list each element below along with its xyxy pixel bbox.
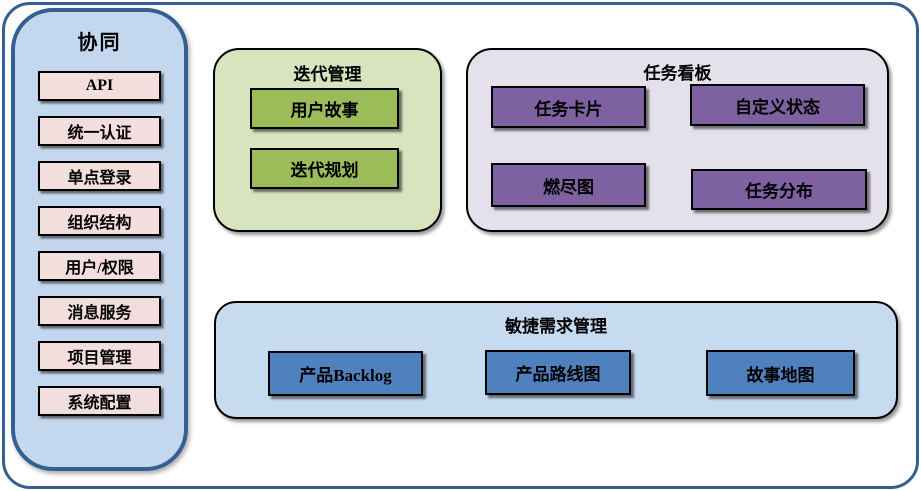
sidebar-item-sso: 单点登录	[38, 161, 161, 191]
sidebar-item-api: API	[38, 71, 161, 101]
item-task-card: 任务卡片	[491, 86, 646, 128]
item-product-backlog: 产品Backlog	[268, 351, 423, 396]
sidebar-item-list: API 统一认证 单点登录 组织结构 用户/权限 消息服务 项目管理 系统配置	[38, 71, 161, 416]
sidebar-item-message-service: 消息服务	[38, 296, 161, 326]
group-task-board: 任务看板 任务卡片 自定义状态 燃尽图 任务分布	[466, 48, 889, 232]
group-task-board-title: 任务看板	[643, 64, 712, 83]
group-iteration-management: 迭代管理 用户故事 迭代规划	[213, 48, 442, 232]
item-task-distribution: 任务分布	[691, 169, 867, 210]
sidebar-item-org-structure: 组织结构	[38, 206, 161, 236]
item-custom-status: 自定义状态	[690, 84, 865, 126]
item-iteration-planning: 迭代规划	[250, 148, 399, 189]
sidebar-item-system-config: 系统配置	[38, 386, 161, 416]
item-user-story: 用户故事	[250, 88, 399, 129]
sidebar-item-project-management: 项目管理	[38, 341, 161, 371]
item-burndown-chart: 燃尽图	[491, 163, 646, 207]
sidebar-collaboration: 协同 API 统一认证 单点登录 组织结构 用户/权限 消息服务 项目管理 系统…	[11, 8, 188, 471]
group-agile-requirements: 敏捷需求管理 产品Backlog 产品路线图 故事地图	[214, 301, 898, 419]
sidebar-item-unified-auth: 统一认证	[38, 116, 161, 146]
item-product-roadmap: 产品路线图	[485, 350, 631, 395]
item-story-map: 故事地图	[706, 350, 855, 396]
sidebar-item-user-permissions: 用户/权限	[38, 251, 161, 281]
sidebar-title: 协同	[77, 32, 122, 54]
group-iteration-title: 迭代管理	[293, 65, 362, 84]
group-agile-requirements-title: 敏捷需求管理	[505, 317, 607, 336]
